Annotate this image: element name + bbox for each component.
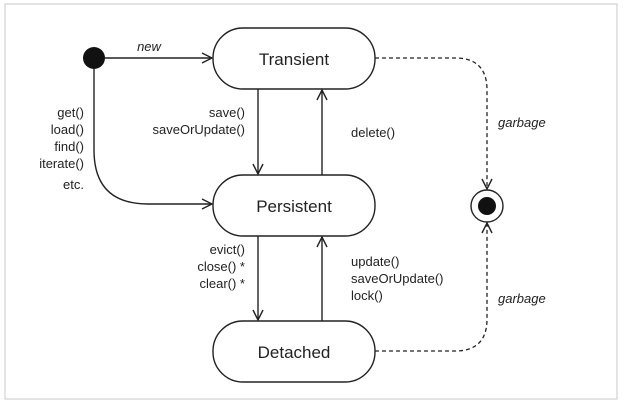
persistent-label: Persistent [256, 197, 332, 216]
label-save: save() [209, 105, 245, 120]
edge-initial-to-persistent [93, 69, 212, 204]
label-get: get() [57, 105, 84, 120]
label-garbage-top: garbage [498, 115, 546, 130]
state-transient: Transient [212, 27, 376, 90]
label-garbage-bottom: garbage [498, 291, 546, 306]
label-close: close() * [197, 259, 245, 274]
label-iterate: iterate() [39, 156, 84, 171]
persistent-node [212, 174, 376, 237]
final-state [470, 189, 504, 223]
label-evict: evict() [210, 242, 245, 257]
label-etc: etc. [63, 177, 84, 192]
label-find: find() [54, 139, 84, 154]
edge-label-new: new [137, 39, 162, 54]
final-state-dot [478, 197, 496, 215]
detached-label: Detached [258, 343, 331, 362]
label-update: update() [351, 254, 399, 269]
transient-label: Transient [259, 50, 330, 69]
label-clear: clear() * [199, 276, 245, 291]
label-save-or-update-2: saveOrUpdate() [351, 271, 443, 286]
label-delete: delete() [351, 125, 395, 140]
edge-labels-detached-to-persistent: update() saveOrUpdate() lock() [351, 254, 443, 303]
edge-detached-to-final [375, 223, 487, 352]
state-persistent: Persistent [212, 174, 376, 237]
edge-labels-persistent-to-detached: evict() close() * clear() * [197, 242, 245, 291]
state-detached: Detached [212, 320, 376, 383]
label-load: load() [51, 122, 84, 137]
initial-state-dot [83, 47, 105, 69]
label-save-or-update-1: saveOrUpdate() [153, 122, 245, 137]
edge-labels-initial-to-persistent: get() load() find() iterate() etc. [39, 105, 84, 192]
edge-transient-to-final [375, 57, 487, 189]
edge-labels-transient-to-persistent: save() saveOrUpdate() [153, 105, 245, 137]
label-lock: lock() [351, 288, 383, 303]
